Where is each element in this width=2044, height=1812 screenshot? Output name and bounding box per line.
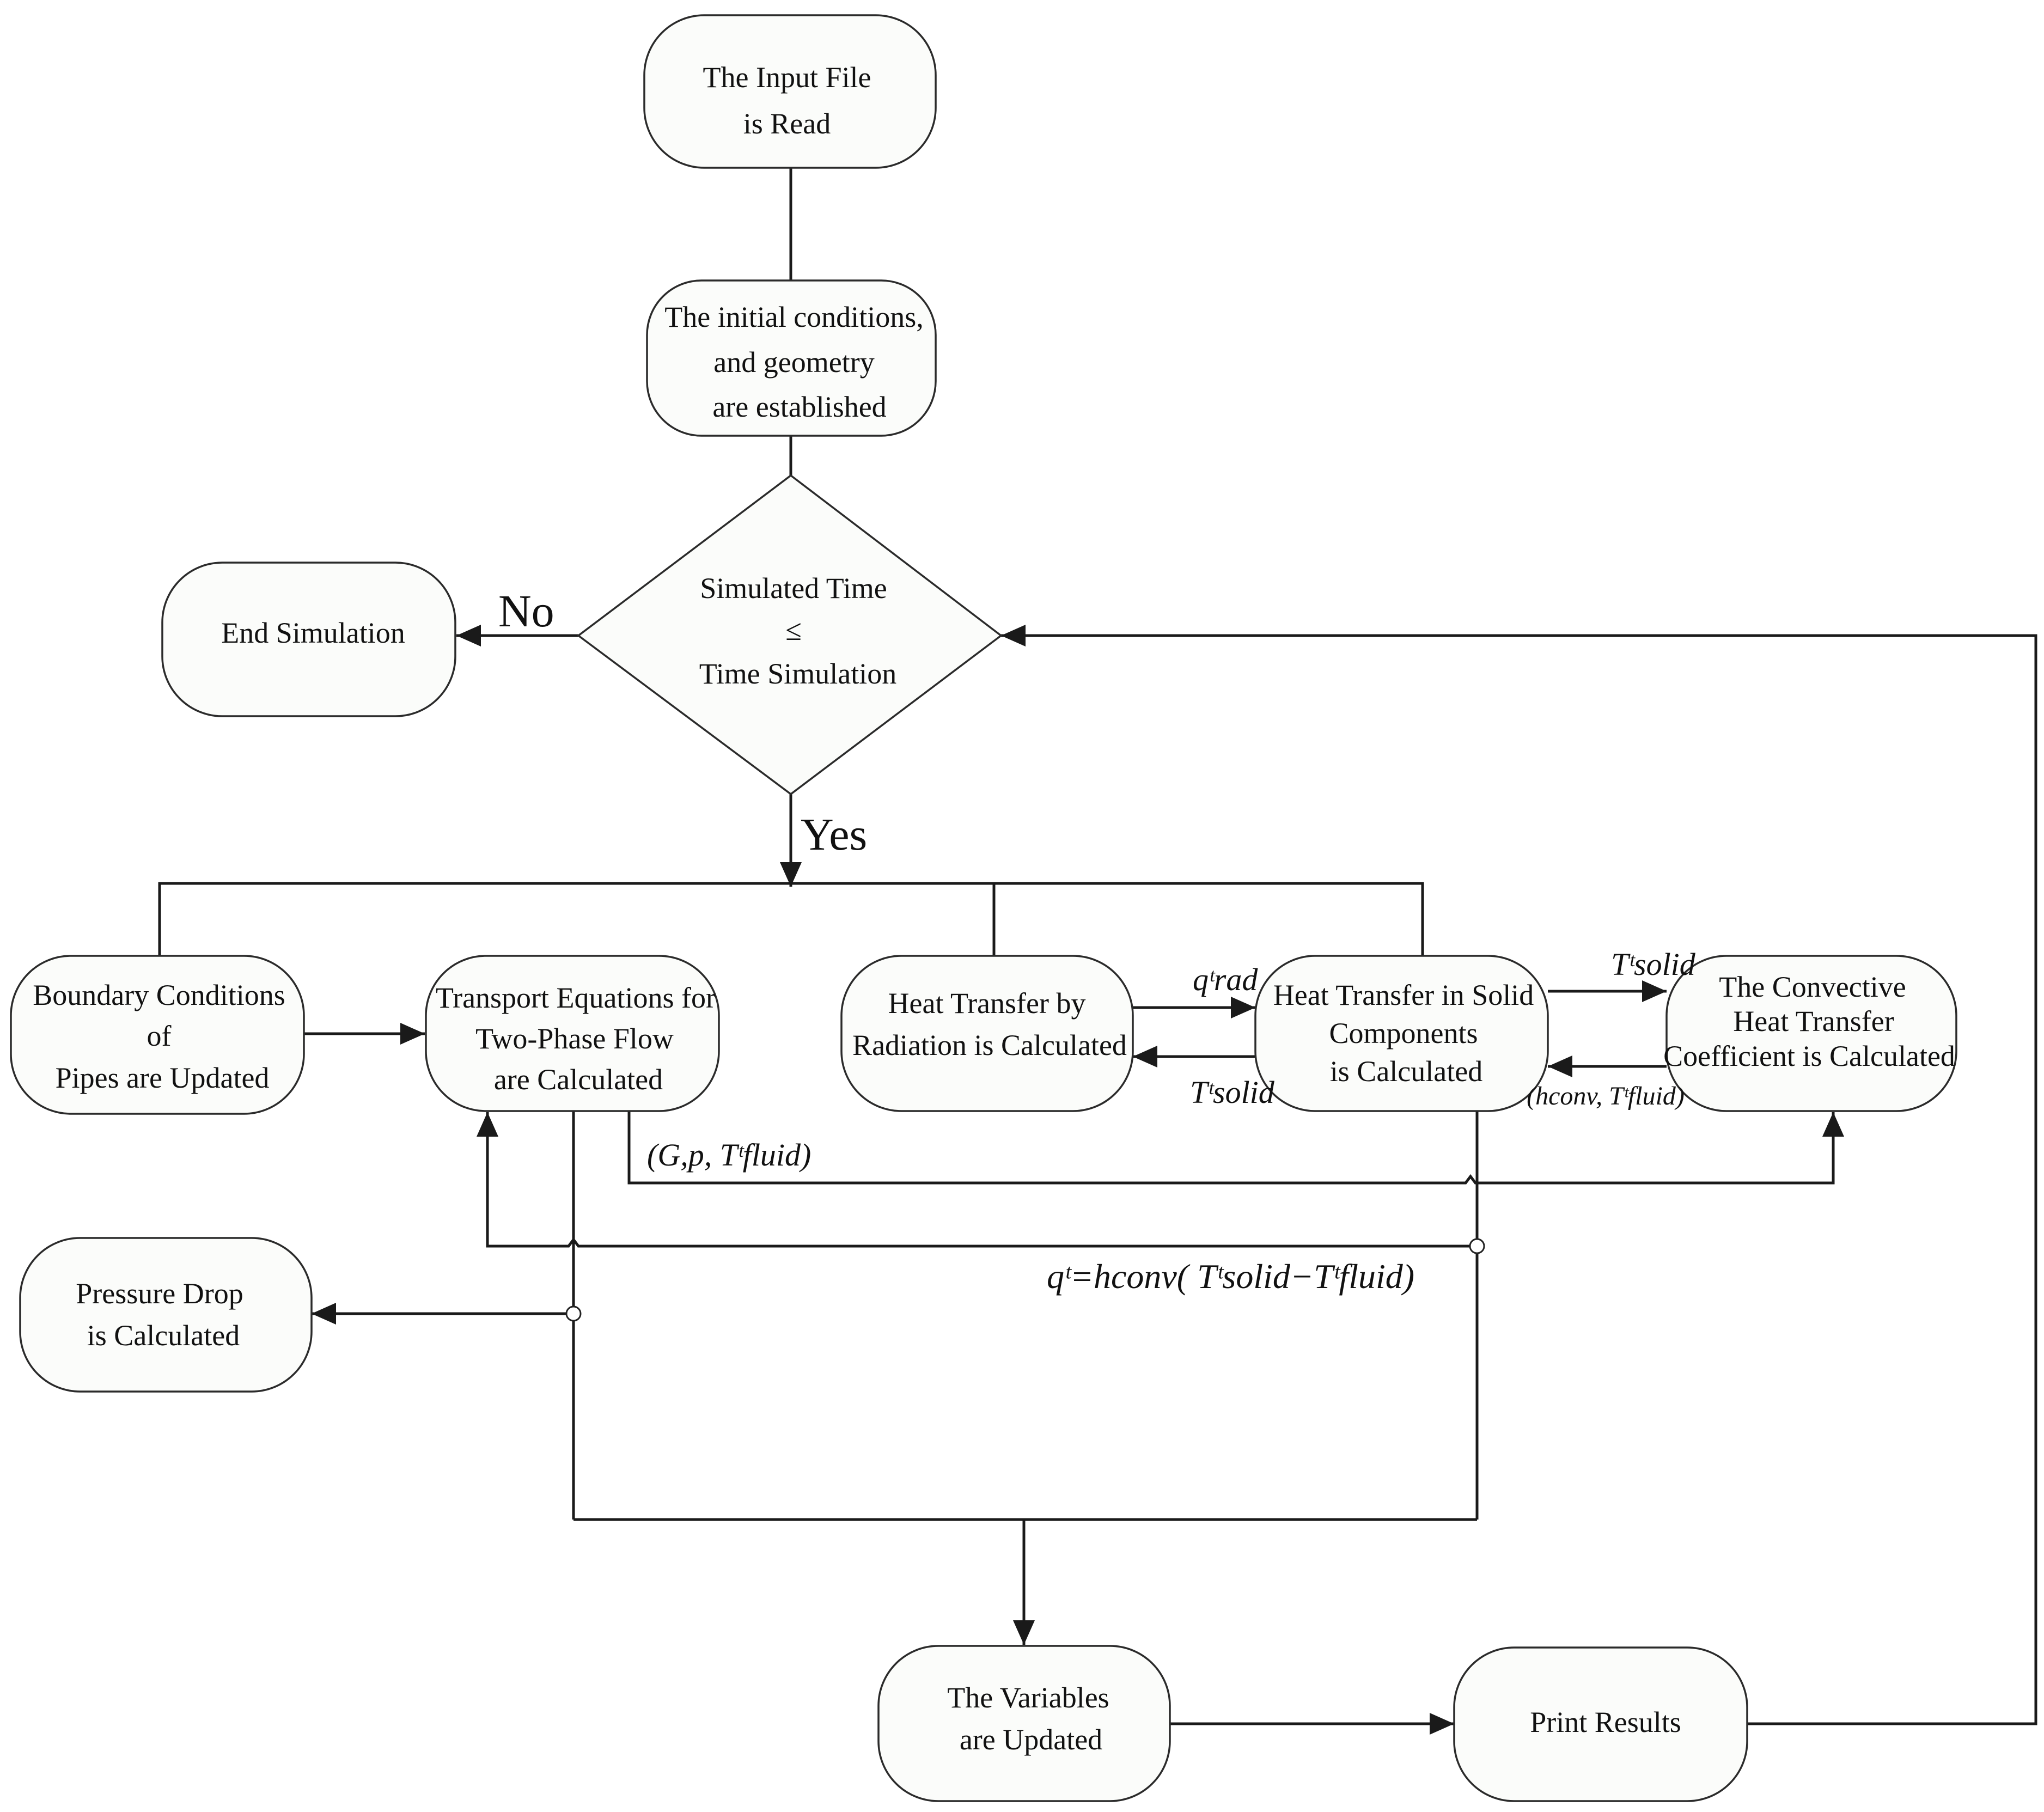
node-decision-line-1: Simulated Time [700,572,887,605]
node-radiation: Heat Transfer by Radiation is Calculated [840,955,1134,1112]
node-transport-equations-line-1: Transport Equations for [436,981,716,1014]
node-input-file: The Input File is Read [643,14,937,169]
node-variables-updated: The Variables are Updated [877,1645,1171,1802]
label-no: No [498,586,554,637]
node-boundary-conditions-line-2: of [147,1020,172,1052]
edge-branch-bus [158,882,1424,956]
node-initial-conditions-line-1: The initial conditions, [664,301,923,333]
node-end-simulation-line-1: End Simulation [221,617,405,649]
node-boundary-conditions: Boundary Conditions of Pipes are Updated [10,955,305,1115]
node-transport-equations-line-3: are Calculated [494,1063,663,1096]
node-initial-conditions: The initial conditions, and geometry are… [646,279,937,437]
node-input-file-line-2: is Read [743,107,831,140]
node-print-results-line-1: Print Results [1530,1706,1681,1738]
node-solid-components-line-1: Heat Transfer in Solid [1273,979,1534,1011]
node-convective-line-2: Heat Transfer [1733,1005,1894,1038]
edge-label-t-solid-top: Tᵗsolid [1611,947,1696,982]
node-variables-updated-line-2: are Updated [960,1723,1102,1756]
node-solid-components-line-3: is Calculated [1330,1055,1482,1088]
node-variables-updated-line-1: The Variables [947,1681,1109,1714]
node-pressure-drop: Pressure Drop is Calculated [19,1237,313,1393]
node-transport-equations-line-2: Two-Phase Flow [475,1022,674,1055]
node-pressure-drop-line-1: Pressure Drop [76,1277,243,1310]
node-convective-line-3: Coefficient is Calculated [1663,1040,1955,1072]
edge-label-h-conv-t-fluid: (hconv, Tᵗfluid) [1527,1082,1685,1111]
edge-solid-to-transport [477,1112,1477,1248]
label-yes: Yes [801,809,867,860]
edge-label-q-rad: qᵗrad [1193,962,1258,997]
node-boundary-conditions-line-1: Boundary Conditions [33,979,285,1011]
node-convective-line-1: The Convective [1719,971,1906,1003]
edge-transport-to-convective [627,1111,1844,1185]
node-decision: Simulated Time ≤ Time Simulation [577,474,1003,796]
edge-label-q-equation: qᵗ=hconv( Tᵗsolid−Tᵗfluid) [1047,1257,1414,1296]
edge-label-t-solid-bottom: Tᵗsolid [1190,1075,1275,1110]
node-convective: The Convective Heat Transfer Coefficient… [1663,955,1957,1112]
node-solid-components: Heat Transfer in Solid Components is Cal… [1254,955,1549,1112]
connectors [158,168,2037,1735]
edge-label-g-p-t-fluid: (G,p, Tᵗfluid) [647,1137,811,1173]
node-initial-conditions-line-3: are established [712,391,886,423]
node-pressure-drop-line-2: is Calculated [87,1319,240,1352]
node-input-file-line-1: The Input File [703,61,871,94]
node-end-simulation: End Simulation [161,562,456,717]
node-decision-line-2: ≤ [785,614,802,646]
node-transport-equations: Transport Equations for Two-Phase Flow a… [425,955,720,1112]
node-boundary-conditions-line-3: Pipes are Updated [56,1061,270,1094]
node-initial-conditions-line-2: and geometry [713,346,874,379]
node-solid-components-line-2: Components [1329,1017,1478,1050]
node-radiation-line-1: Heat Transfer by [888,987,1086,1020]
node-print-results: Print Results [1453,1646,1748,1802]
junction-transport [565,1305,582,1322]
node-decision-line-3: Time Simulation [699,657,897,690]
node-radiation-line-2: Radiation is Calculated [852,1029,1127,1061]
edge-print-loop-back [1001,625,2037,1725]
junction-solid [1469,1238,1485,1254]
